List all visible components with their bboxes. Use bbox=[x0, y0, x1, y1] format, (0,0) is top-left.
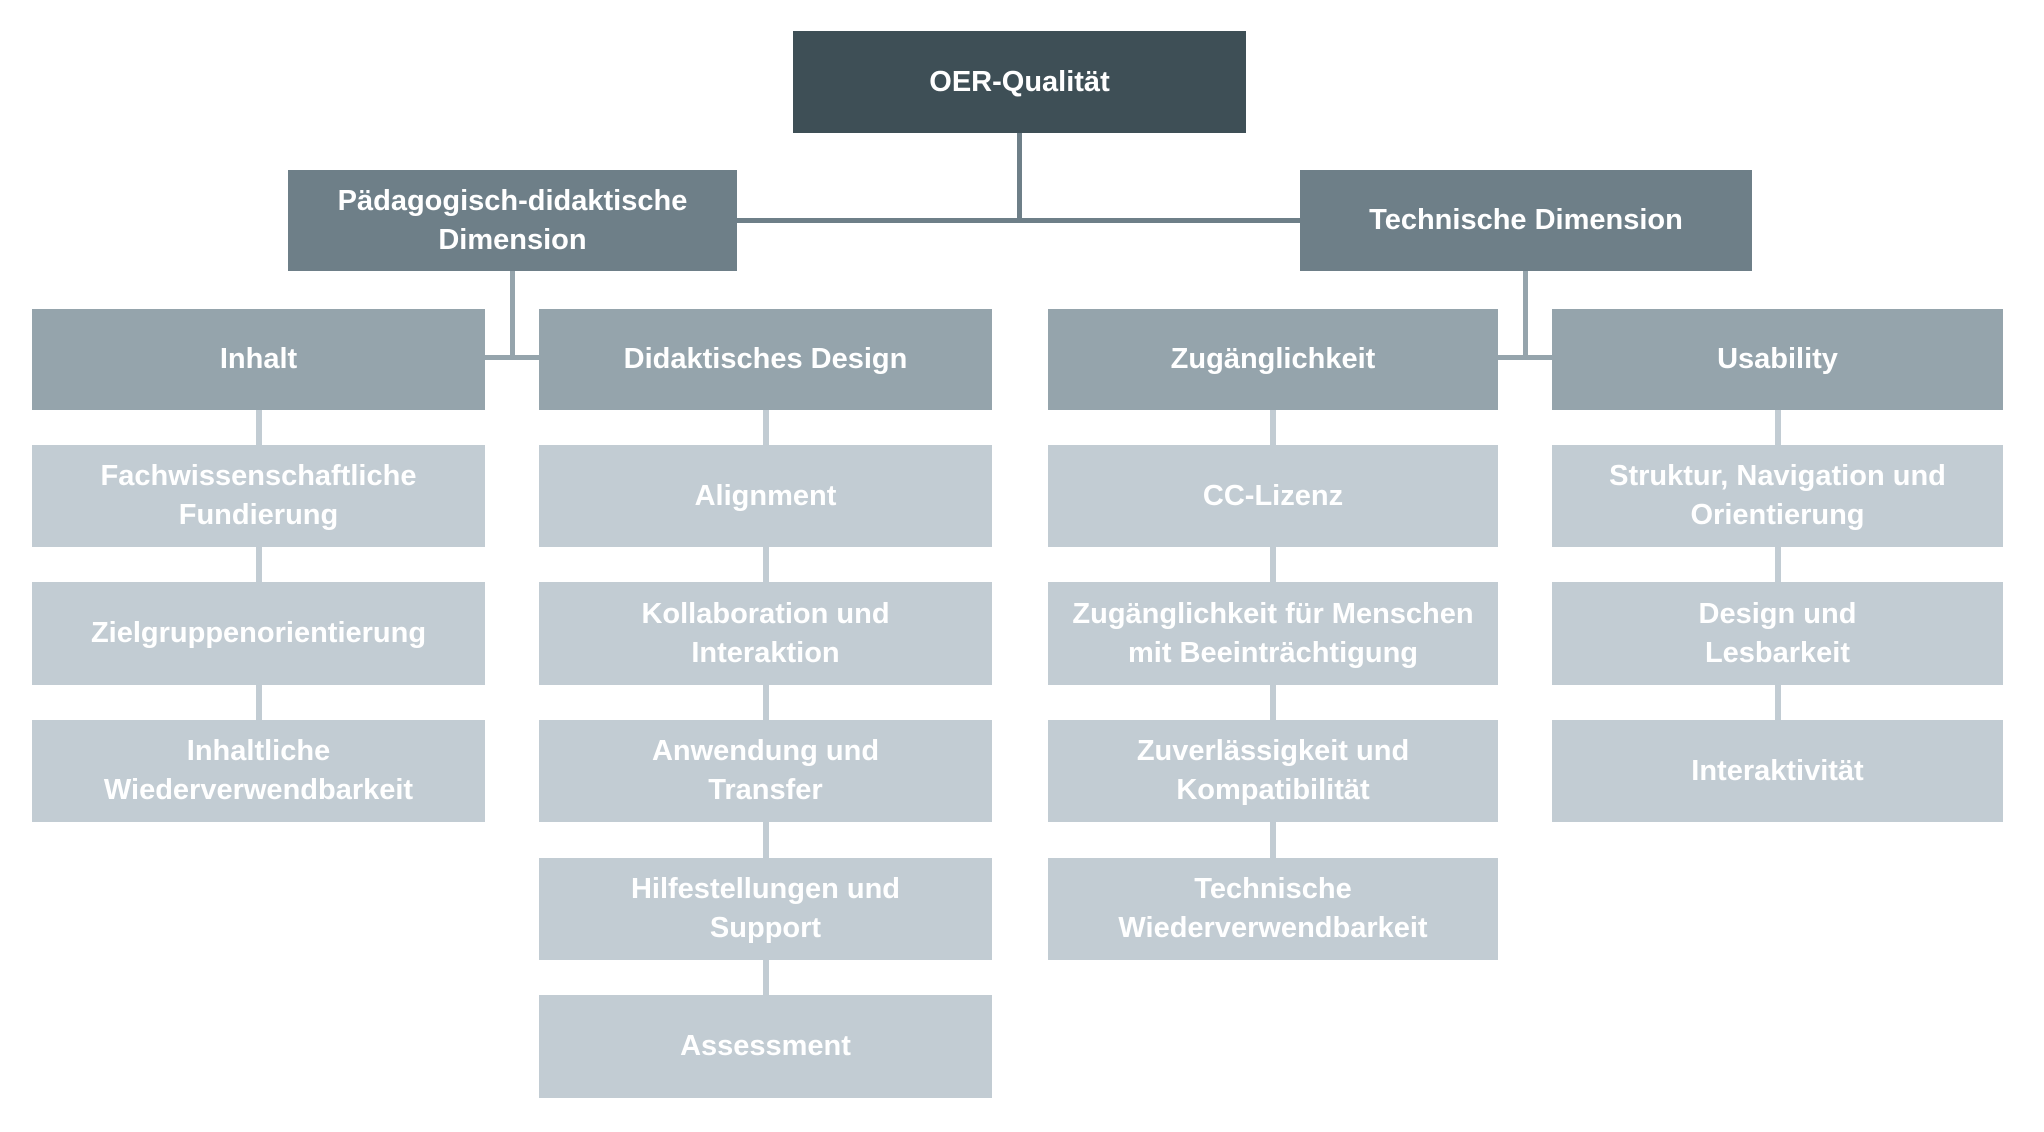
connector-paedagogisch-vertical bbox=[510, 271, 515, 360]
connector-line bbox=[1775, 685, 1781, 720]
node-zielgruppenorientierung: Zielgruppenorientierung bbox=[32, 582, 485, 685]
node-oer-qualitaet: OER-Qualität bbox=[793, 31, 1246, 133]
node-interaktivitaet: Interaktivität bbox=[1552, 720, 2003, 822]
node-struktur-navigation-und-orientierung: Struktur, Navigation und Orientierung bbox=[1552, 445, 2003, 547]
connector-line bbox=[763, 547, 769, 582]
node-technische-dimension: Technische Dimension bbox=[1300, 170, 1752, 271]
node-zugaenglichkeit: Zugänglichkeit bbox=[1048, 309, 1498, 410]
node-inhaltliche-wiederverwendbarkeit: Inhaltliche Wiederverwendbarkeit bbox=[32, 720, 485, 822]
connector-line bbox=[1270, 410, 1276, 445]
node-usability: Usability bbox=[1552, 309, 2003, 410]
node-zuverlaessigkeit-und-kompatibilitaet: Zuverlässigkeit und Kompatibilität bbox=[1048, 720, 1498, 822]
connector-root-vertical bbox=[1017, 133, 1022, 223]
connector-line bbox=[1270, 685, 1276, 720]
connector-technische-vertical bbox=[1523, 271, 1528, 360]
node-paedagogisch-didaktische-dimension: Pädagogisch-didaktische Dimension bbox=[288, 170, 737, 271]
node-cc-lizenz: CC-Lizenz bbox=[1048, 445, 1498, 547]
node-technische-wiederverwendbarkeit: Technische Wiederverwendbarkeit bbox=[1048, 858, 1498, 960]
node-assessment: Assessment bbox=[539, 995, 992, 1098]
node-inhalt: Inhalt bbox=[32, 309, 485, 410]
node-fachwissenschaftliche-fundierung: Fachwissenschaftliche Fundierung bbox=[32, 445, 485, 547]
connector-line bbox=[1270, 822, 1276, 858]
connector-line bbox=[256, 685, 262, 720]
node-alignment: Alignment bbox=[539, 445, 992, 547]
node-hilfestellungen-und-support: Hilfestellungen und Support bbox=[539, 858, 992, 960]
node-design-und-lesbarkeit: Design und Lesbarkeit bbox=[1552, 582, 2003, 685]
node-kollaboration-und-interaktion: Kollaboration und Interaktion bbox=[539, 582, 992, 685]
connector-technische-horizontal bbox=[1498, 355, 1552, 360]
connector-line bbox=[763, 960, 769, 995]
connector-line bbox=[1775, 410, 1781, 445]
connector-line bbox=[256, 410, 262, 445]
connector-line bbox=[1270, 547, 1276, 582]
node-anwendung-und-transfer: Anwendung und Transfer bbox=[539, 720, 992, 822]
connector-line bbox=[763, 410, 769, 445]
node-didaktisches-design: Didaktisches Design bbox=[539, 309, 992, 410]
node-zugaenglichkeit-fuer-menschen-mit-beeintraechtigung: Zugänglichkeit für Menschen mit Beeinträ… bbox=[1048, 582, 1498, 685]
connector-line bbox=[763, 685, 769, 720]
connector-line bbox=[256, 547, 262, 582]
connector-line bbox=[763, 822, 769, 858]
connector-paedagogisch-horizontal bbox=[485, 355, 539, 360]
connector-root-horizontal bbox=[737, 218, 1300, 223]
connector-line bbox=[1775, 547, 1781, 582]
